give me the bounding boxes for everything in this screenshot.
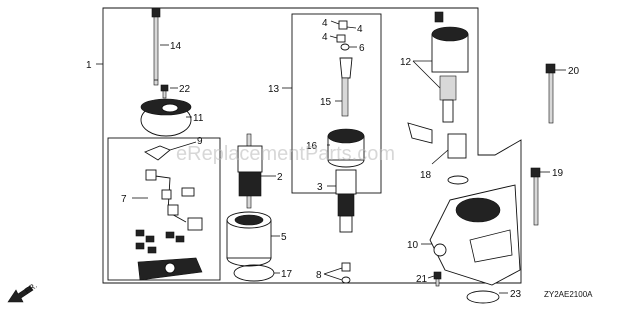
- callout-9: 9: [197, 136, 203, 147]
- solenoid-nuts-part: [336, 20, 348, 43]
- callout-1: 1: [86, 60, 92, 71]
- front-direction-indicator: FR.: [7, 281, 39, 303]
- mounting-bolt-19-part: [530, 167, 541, 226]
- front-arrow-icon: [7, 285, 34, 303]
- callout-20: 20: [568, 66, 580, 77]
- callout-15: 15: [320, 97, 332, 108]
- through-bolt-part: [151, 7, 161, 86]
- armature-part: [237, 133, 263, 209]
- callout-labels: 1 14 22 11 9 7 2 5 17 13 4 4 4 6 15 16 3…: [86, 18, 580, 300]
- callout-2: 2: [277, 172, 283, 183]
- callout-13: 13: [268, 84, 280, 95]
- washer-part: [340, 43, 350, 51]
- watermark-text: eReplacementParts.com: [176, 143, 395, 165]
- callout-16: 16: [306, 141, 318, 152]
- callout-4-right: 4: [357, 24, 363, 35]
- callout-4-top: 4: [322, 18, 328, 29]
- callout-23: 23: [510, 289, 522, 300]
- overrunning-clutch-part: [327, 128, 365, 168]
- diagram-code: ZY2AE2100A: [544, 290, 593, 299]
- callout-7: 7: [121, 194, 127, 205]
- brush-set-part: [135, 169, 203, 254]
- callout-3: 3: [317, 182, 323, 193]
- leader-lines: [96, 20, 566, 294]
- callout-6: 6: [359, 43, 365, 54]
- pinion-gear-part: [335, 169, 357, 233]
- solenoid-switch-part: [431, 11, 469, 123]
- starter-assembly-outline: [102, 7, 522, 284]
- callout-14: 14: [170, 41, 182, 52]
- callout-5: 5: [281, 232, 287, 243]
- callout-4-left: 4: [322, 32, 328, 43]
- callout-11: 11: [193, 113, 204, 124]
- rear-cover-part: [140, 98, 192, 137]
- callout-18: 18: [420, 170, 432, 181]
- housing-o-ring-part: [466, 290, 500, 304]
- brush-holder-subgroup-box: [107, 137, 221, 281]
- callout-21: 21: [416, 274, 428, 285]
- rear-screw-part: [160, 84, 169, 99]
- callout-17: 17: [281, 269, 293, 280]
- callout-12: 12: [400, 57, 412, 68]
- callout-19: 19: [552, 168, 564, 179]
- front-housing-part: [429, 184, 521, 286]
- housing-bolt-part: [433, 271, 442, 287]
- callout-22: 22: [179, 84, 191, 95]
- yoke-o-ring-part: [233, 264, 275, 282]
- brush-plate-gasket-part: [144, 145, 171, 161]
- mounting-bolt-20-part: [545, 63, 556, 124]
- shift-lever-part: [339, 57, 353, 117]
- callout-8: 8: [316, 270, 322, 281]
- brush-holder-base-part: [137, 257, 203, 281]
- callout-10: 10: [407, 240, 419, 251]
- solenoid-bracket-part: [407, 122, 469, 185]
- yoke-part: [226, 211, 272, 267]
- terminal-nut-part: [341, 262, 351, 284]
